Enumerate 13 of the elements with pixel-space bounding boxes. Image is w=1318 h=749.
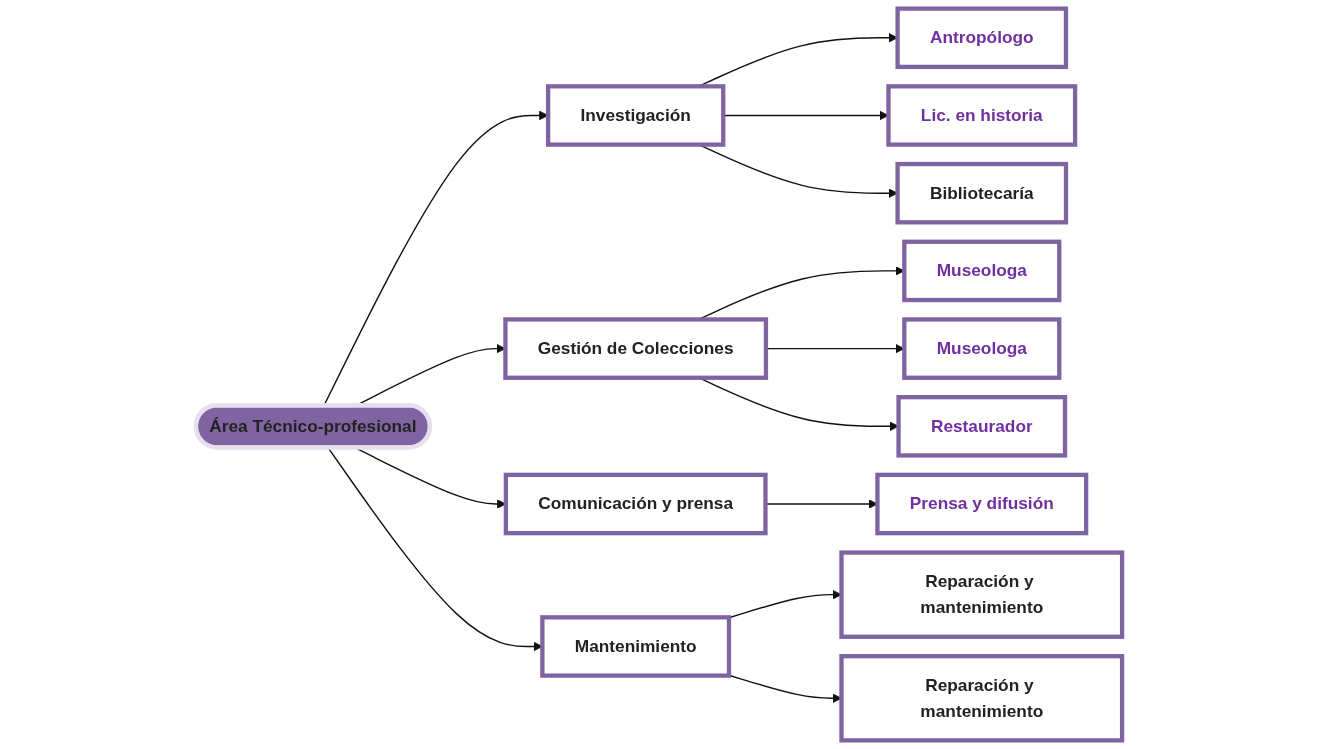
node-box: Comunicación y prensa bbox=[503, 472, 768, 536]
node-box: Restaurador bbox=[896, 395, 1068, 458]
node-box: Reparación y mantenimiento bbox=[839, 654, 1125, 743]
node-box: Prensa y difusión bbox=[875, 472, 1089, 536]
node-box: Lic. en historia bbox=[886, 84, 1078, 147]
node-box: Investigación bbox=[545, 84, 726, 147]
node-box: Gestión de Colecciones bbox=[503, 317, 769, 380]
node-box: Museologa bbox=[902, 317, 1062, 380]
node-box: Museologa bbox=[902, 239, 1062, 303]
node-box: Bibliotecaría bbox=[895, 161, 1069, 225]
node-box: Mantenimiento bbox=[540, 615, 732, 678]
node-box: Reparación y mantenimiento bbox=[839, 550, 1125, 639]
node-box: Antropólogo bbox=[895, 6, 1069, 70]
